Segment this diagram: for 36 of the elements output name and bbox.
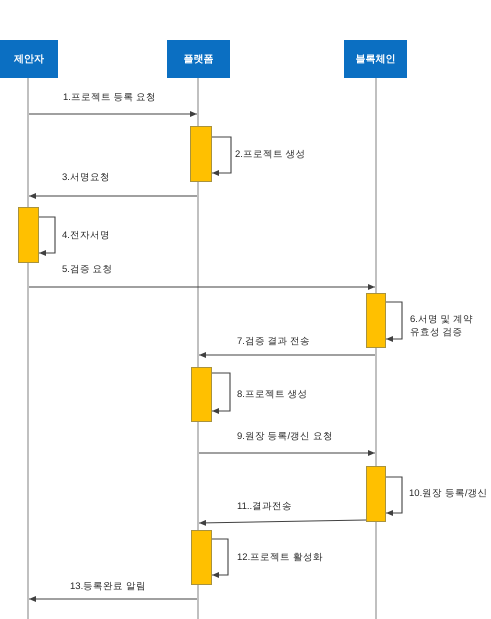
participant-box: 블록체인	[344, 40, 407, 78]
message-arrow	[199, 519, 366, 526]
message-label: 6.서명 및 계약 유효성 검증	[410, 313, 474, 339]
message-label: 12.프로젝트 활성화	[237, 552, 323, 564]
self-message-arrow	[212, 136, 232, 176]
self-message-arrow	[39, 216, 56, 256]
activation-bar	[18, 207, 39, 263]
activation-bar	[190, 126, 212, 182]
activation-bar	[191, 530, 212, 585]
message-label: 8.프로젝트 생성	[237, 389, 308, 401]
message-label: 11..결과전송	[237, 501, 292, 513]
participant-box: 제안자	[0, 40, 58, 78]
message-label: 10.원장 등록/갱신	[409, 488, 488, 500]
self-message-arrow	[386, 301, 403, 342]
message-arrow	[29, 284, 375, 290]
self-message-arrow	[212, 372, 231, 414]
activation-bar	[191, 367, 212, 422]
activation-bar	[366, 293, 386, 348]
message-label: 2.프로젝트 생성	[235, 149, 306, 161]
message-arrow	[29, 111, 197, 117]
message-label: 4.전자서명	[62, 230, 110, 242]
message-arrow	[29, 596, 197, 602]
message-label: 13.등록완료 알림	[70, 581, 146, 593]
message-label: 9.원장 등록/갱신 요청	[237, 431, 333, 443]
message-label: 3.서명요청	[62, 172, 110, 184]
message-label: 5.검증 요청	[62, 264, 113, 276]
participant-box: 플랫폼	[167, 40, 230, 78]
lifeline	[27, 78, 29, 619]
message-label: 7.검증 결과 전송	[237, 336, 310, 348]
self-message-arrow	[386, 476, 403, 516]
self-message-arrow	[212, 538, 229, 578]
message-arrow	[199, 450, 375, 456]
message-label: 1.프로젝트 등록 요청	[63, 92, 156, 104]
message-arrow	[199, 352, 375, 358]
activation-bar	[366, 466, 386, 522]
message-arrow	[29, 193, 197, 199]
